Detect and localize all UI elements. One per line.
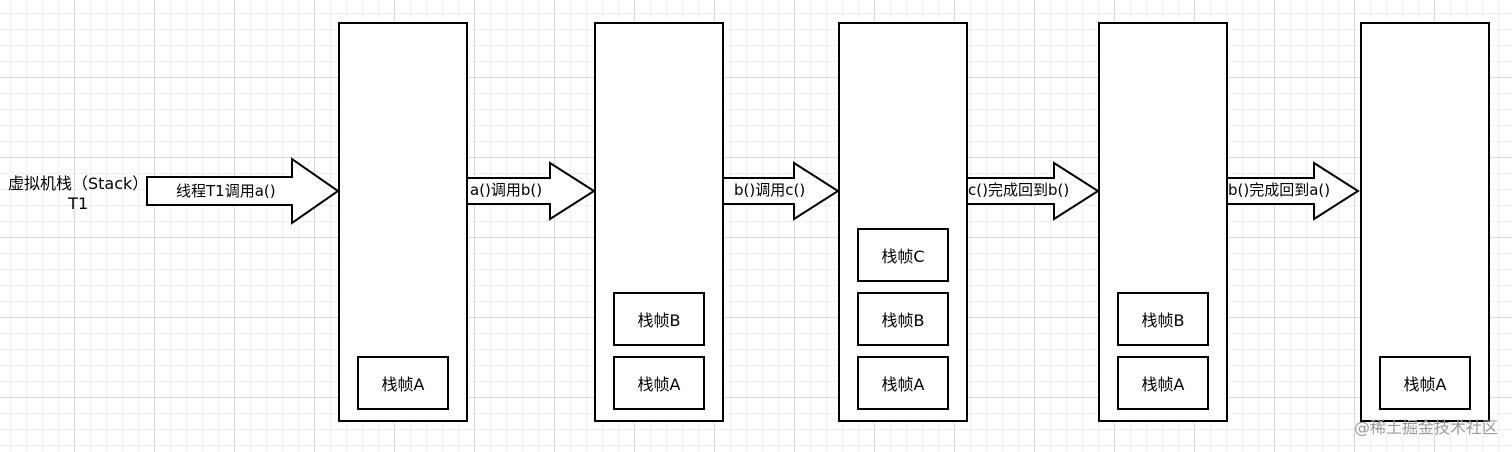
stack-frame: 栈帧B bbox=[613, 292, 705, 346]
stack-title-line1: 虚拟机栈（Stack） bbox=[8, 174, 149, 193]
stack-frame: 栈帧A bbox=[1117, 356, 1209, 410]
watermark: @稀土掘金技术社区 bbox=[1353, 418, 1498, 437]
arrow-3 bbox=[722, 161, 840, 221]
stack-frame: 栈帧C bbox=[857, 228, 949, 282]
stack-box-1 bbox=[338, 22, 468, 422]
stack-frame: 栈帧A bbox=[1379, 356, 1471, 410]
arrow-label-3: b()调用c() bbox=[734, 181, 806, 199]
stack-box-4 bbox=[1098, 22, 1228, 422]
arrow-5 bbox=[1224, 161, 1360, 221]
arrow-label-5: b()完成回到a() bbox=[1228, 181, 1331, 199]
stack-title-line2: T1 bbox=[68, 194, 89, 213]
arrow-label-4: c()完成回到b() bbox=[968, 181, 1070, 199]
arrow-2 bbox=[466, 161, 596, 221]
stack-box-5 bbox=[1360, 22, 1490, 422]
arrow-4 bbox=[964, 161, 1100, 221]
arrow-label-1: 线程T1调用a() bbox=[176, 182, 276, 200]
stack-box-3 bbox=[838, 22, 968, 422]
stack-title: 虚拟机栈（Stack） T1 bbox=[8, 174, 148, 214]
stack-frame: 栈帧B bbox=[1117, 292, 1209, 346]
stack-frame: 栈帧A bbox=[857, 356, 949, 410]
stack-box-2 bbox=[594, 22, 724, 422]
stack-frame: 栈帧B bbox=[857, 292, 949, 346]
arrow-1 bbox=[146, 157, 340, 225]
stack-frame: 栈帧A bbox=[357, 356, 449, 410]
stack-frame: 栈帧A bbox=[613, 356, 705, 410]
arrow-label-2: a()调用b() bbox=[470, 181, 543, 199]
